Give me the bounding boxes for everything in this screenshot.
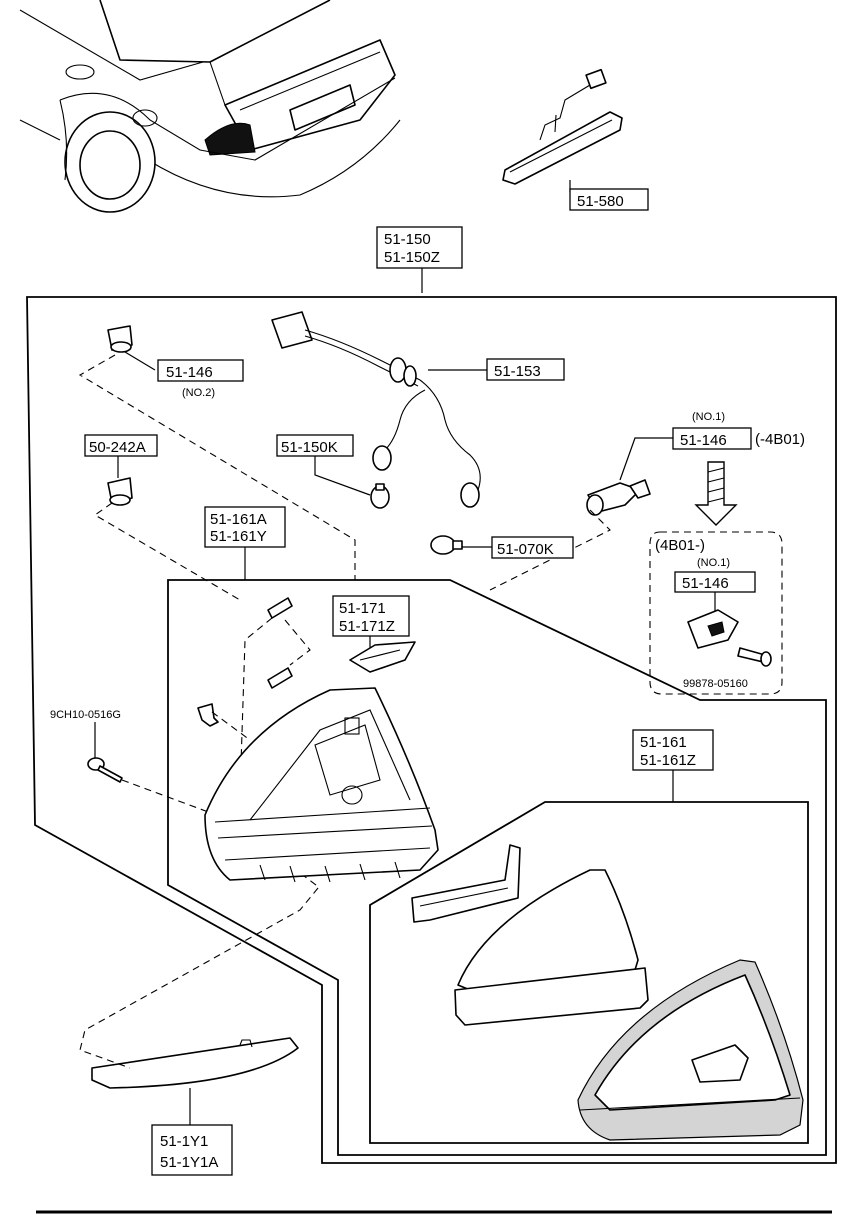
lens-upper-illustration: [457, 869, 639, 991]
part-number-51-153: 51-153: [494, 363, 541, 380]
gasket-strip-illustration: [411, 844, 521, 923]
part-number-50-242a: 50-242A: [89, 439, 146, 456]
label-51-161a: 51-161A 51-161Y: [204, 506, 286, 580]
part-number-51-161: 51-161: [640, 734, 687, 751]
label-50-242a: 50-242A: [84, 434, 158, 457]
high-mount-stop-lamp: [502, 68, 623, 192]
lamp-body-frame: [167, 579, 827, 1156]
lens-strip-illustration: [454, 967, 649, 1026]
bulb-illustration: [430, 535, 492, 555]
range-after-4b01: (4B01-): [655, 537, 705, 554]
label-9ch10-0516g: 9CH10-0516G: [50, 709, 121, 721]
screw-illustration: [87, 722, 321, 889]
label-51-1y1: 51-1Y1 51-1Y1A: [151, 1124, 233, 1176]
note-no1: (NO.1): [692, 411, 725, 423]
grommet-illustration: [93, 456, 241, 601]
part-number-51-146-no2: 51-146: [166, 364, 213, 381]
part-number-51-161y: 51-161Y: [210, 528, 267, 545]
part-number-51-171z: 51-171Z: [339, 618, 395, 635]
part-number-51-150z: 51-150Z: [384, 249, 440, 266]
label-51-146-no2: 51-146 (NO.2): [157, 359, 244, 399]
variant-note-no1: (NO.1): [697, 557, 730, 569]
label-51-150k: 51-150K: [276, 434, 354, 457]
part-number-51-150: 51-150: [384, 231, 431, 248]
part-number-51-1y1: 51-1Y1: [160, 1133, 208, 1150]
part-number-51-580: 51-580: [577, 193, 624, 210]
small-bulb-illustration: [314, 456, 390, 509]
lamp-body-illustration: [204, 687, 439, 883]
part-number-51-171: 51-171: [339, 600, 386, 617]
variant-arrow: [694, 461, 738, 526]
car-rear-illustration: [19, 0, 401, 213]
part-number-51-150k: 51-150K: [281, 439, 338, 456]
part-number-51-070k: 51-070K: [497, 541, 554, 558]
label-51-580: 51-580: [569, 188, 649, 211]
socket-no1-illustration: [489, 437, 673, 591]
label-51-146-no1: (NO.1) 51-146 (-4B01): [672, 411, 805, 450]
wiring-harness-illustration: [271, 311, 487, 508]
assembly-frame: [26, 296, 837, 1164]
socket-no2-illustration: [78, 325, 356, 580]
label-51-161: 51-161 51-161Z: [632, 729, 714, 802]
range-before-4b01: (-4B01): [755, 431, 805, 448]
bracket-illustration: [349, 641, 416, 673]
part-number-variant-51-146: 51-146: [682, 575, 729, 592]
part-number-9ch10-0516g: 9CH10-0516G: [50, 709, 121, 721]
reflector-illustration: [79, 887, 319, 1125]
note-no2: (NO.2): [182, 387, 215, 399]
part-number-51-1y1a: 51-1Y1A: [160, 1154, 218, 1171]
lens-frame: [369, 801, 809, 1144]
label-51-171: 51-171 51-171Z: [332, 595, 410, 650]
label-51-070k: 51-070K: [491, 536, 574, 559]
label-51-153: 51-153: [486, 358, 565, 381]
part-number-51-161z: 51-161Z: [640, 752, 696, 769]
part-number-99878-05160: 99878-05160: [683, 678, 748, 690]
part-number-51-146-no1: 51-146: [680, 432, 727, 449]
lens-main-illustration: [577, 959, 804, 1141]
part-number-51-161a: 51-161A: [210, 511, 267, 528]
variant-4b01-box: (4B01-) (NO.1) 51-146 99878-05160: [649, 531, 783, 695]
clips-illustration: [197, 597, 311, 796]
label-51-150: 51-150 51-150Z: [376, 226, 463, 293]
